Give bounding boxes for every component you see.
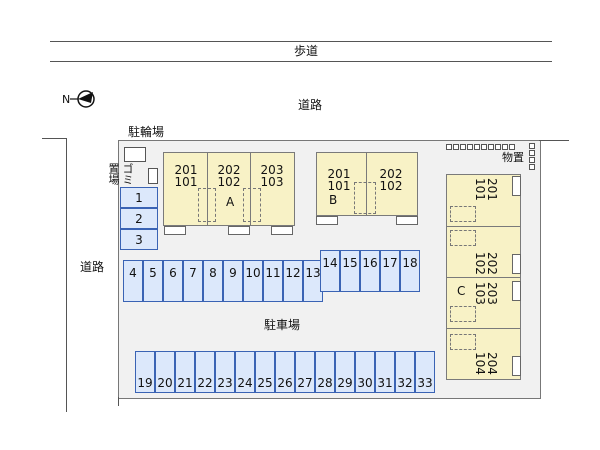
parking-stall-1: 1 <box>120 187 158 208</box>
north-arrow-icon <box>62 88 98 112</box>
road-top-label: 道路 <box>298 98 323 112</box>
parking-stall-21: 21 <box>175 351 195 393</box>
parking-stall-29: 29 <box>335 351 355 393</box>
building-b <box>316 152 418 216</box>
parking-stall-15: 15 <box>340 250 360 292</box>
parking-stall-2: 2 <box>120 208 158 229</box>
building-c-balcony-2 <box>512 254 521 274</box>
storage-column <box>528 143 536 173</box>
parking-stall-20: 20 <box>155 351 175 393</box>
building-a-balcony-2 <box>228 226 250 235</box>
parking-stall-26: 26 <box>275 351 295 393</box>
bicycle-parking-label: 駐輪場 <box>128 125 165 139</box>
parking-stall-5: 5 <box>143 260 163 302</box>
site-left-extension <box>118 397 119 406</box>
parking-stall-6: 6 <box>163 260 183 302</box>
building-c-label: C <box>457 284 466 298</box>
sidewalk-label: 歩道 <box>294 44 319 58</box>
parking-stall-7: 7 <box>183 260 203 302</box>
parking-stall-23: 23 <box>215 351 235 393</box>
parking-stall-32: 32 <box>395 351 415 393</box>
building-b-label: B <box>329 193 338 207</box>
parking-stall-10: 10 <box>243 260 263 302</box>
building-c-balcony-1 <box>512 176 521 196</box>
parking-stall-31: 31 <box>375 351 395 393</box>
parking-stall-13: 13 <box>303 260 323 302</box>
building-a-balcony-3 <box>271 226 293 235</box>
parking-stall-3: 3 <box>120 229 158 250</box>
parking-stall-25: 25 <box>255 351 275 393</box>
parking-lot-label: 駐車場 <box>264 318 301 332</box>
left-road-top-edge <box>42 138 66 139</box>
parking-stall-27: 27 <box>295 351 315 393</box>
parking-stall-9: 9 <box>223 260 243 302</box>
parking-stall-4: 4 <box>123 260 143 302</box>
left-road-edge <box>66 138 67 412</box>
storage-row <box>446 143 516 151</box>
building-c-balcony-4 <box>512 356 521 376</box>
building-a-label: A <box>226 195 235 209</box>
building-a <box>163 152 295 226</box>
parking-stall-17: 17 <box>380 250 400 292</box>
site-top-extension <box>539 140 569 141</box>
parking-stall-28: 28 <box>315 351 335 393</box>
parking-stall-30: 30 <box>355 351 375 393</box>
bicycle-parking-area <box>124 147 146 162</box>
parking-stall-33: 33 <box>415 351 435 393</box>
road-left-label: 道路 <box>80 260 105 274</box>
building-b-balcony-1 <box>316 216 338 225</box>
building-a-balcony-1 <box>164 226 186 235</box>
parking-stall-11: 11 <box>263 260 283 302</box>
parking-stall-14: 14 <box>320 250 340 292</box>
storage-label: 物置 <box>502 151 524 164</box>
building-c-balcony-3 <box>512 281 521 301</box>
parking-stall-24: 24 <box>235 351 255 393</box>
parking-stall-16: 16 <box>360 250 380 292</box>
north-letter: N <box>62 93 71 106</box>
parking-stall-8: 8 <box>203 260 223 302</box>
parking-stall-12: 12 <box>283 260 303 302</box>
parking-stall-22: 22 <box>195 351 215 393</box>
sidewalk-top-line <box>50 41 552 42</box>
sidewalk-bottom-line <box>50 61 552 62</box>
parking-stall-19: 19 <box>135 351 155 393</box>
garbage-station-label: ゴミ置場 <box>107 163 134 185</box>
garbage-station-box <box>148 168 158 184</box>
building-b-balcony-2 <box>396 216 418 225</box>
parking-stall-18: 18 <box>400 250 420 292</box>
